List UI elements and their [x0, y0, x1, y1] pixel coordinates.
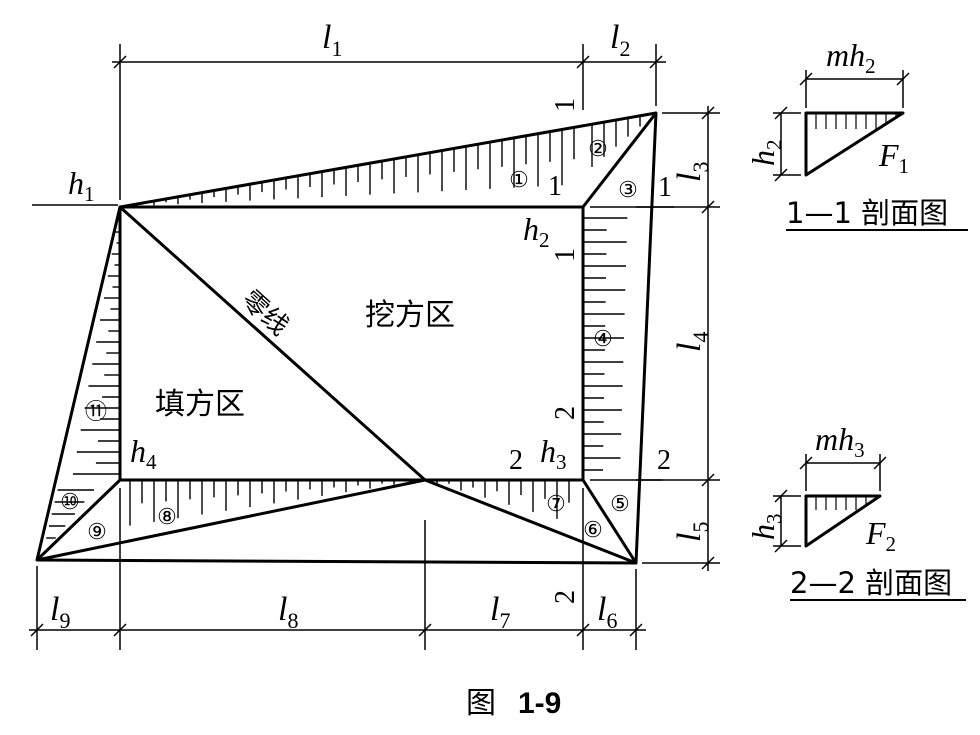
region-marker-2: ② [588, 136, 608, 161]
section-1-triangle [804, 111, 905, 177]
slope-2-mid: 2 [509, 445, 523, 476]
slope-1-top: 1 [550, 98, 581, 112]
slope-ratio-labels: 1 1 1 1 2 2 2 2 [509, 98, 672, 604]
hatch-section-1 [815, 113, 897, 129]
label-l8: l8 [278, 591, 298, 633]
region-marker-10: ⑩ [60, 489, 80, 514]
section-1-height-label: h2 [745, 140, 786, 167]
label-l3: l3 [671, 162, 713, 182]
section-2-title: 2—2 剖面图 [790, 566, 952, 600]
region-marker-3: ③ [618, 177, 638, 202]
section-2-triangle [804, 494, 882, 548]
label-l2: l2 [610, 19, 630, 61]
label-h2: h2 [523, 211, 550, 252]
slope-2-right: 2 [657, 445, 671, 476]
region-marker-8: ⑧ [157, 504, 177, 529]
region-number: ⑤ [610, 491, 630, 516]
region-marker-1: ① [509, 167, 529, 192]
figure-caption: 图 1-9 [466, 686, 561, 721]
corner-line-h2 [581, 112, 658, 208]
region-number: ③ [618, 177, 638, 202]
label-l9: l9 [50, 591, 70, 633]
region-marker-4: ④ [593, 326, 613, 351]
section-2-area-label: F2 [865, 515, 896, 556]
elevation-labels: h1 h2 h3 h4 [68, 165, 567, 474]
bottom-slope-left [36, 478, 426, 562]
dimension-labels: l1 l2 l9 l8 l7 l6 l3 l4 l5 [50, 19, 713, 633]
region-marker-5: ⑤ [610, 491, 630, 516]
dimension-lines [29, 44, 720, 650]
region-number: ⑧ [157, 504, 177, 529]
label-h3: h3 [540, 433, 567, 474]
cut-zone-label: 挖方区 [365, 298, 455, 333]
section-2-2: mh3 h3 F2 2—2 剖面图 [745, 421, 966, 601]
fill-zone-label: 填方区 [155, 387, 245, 422]
label-l1: l1 [322, 19, 342, 61]
section-1-1: mh2 h2 F1 1—1 剖面图 [745, 37, 968, 231]
zone-labels: 挖方区 填方区 零线 [155, 285, 455, 422]
label-l5: l5 [671, 522, 713, 542]
region-number: ⑥ [583, 517, 603, 542]
hatch-bottom [129, 480, 570, 526]
label-h1: h1 [68, 165, 95, 206]
region-marker-7: ⑦ [546, 491, 566, 516]
section-1-area-label: F1 [878, 137, 909, 178]
region-number: ⑩ [60, 489, 80, 514]
region-marker-11: ⑪ [85, 399, 107, 424]
slope-tick-lines [636, 206, 674, 481]
zero-line [118, 205, 427, 482]
region-number: ② [588, 136, 608, 161]
region-number: ⑦ [546, 491, 566, 516]
corner-line-h3 [581, 479, 638, 564]
slope-2-side: 2 [550, 406, 581, 420]
plan-outline [35, 111, 658, 565]
slope-1-side: 1 [550, 248, 581, 262]
zero-line-label: 零线 [235, 285, 294, 342]
slope-1-right: 1 [658, 172, 672, 203]
region-marker-9: ⑨ [87, 519, 107, 544]
section-1-width-label: mh2 [826, 37, 876, 78]
label-h4: h4 [130, 433, 157, 474]
region-number: ④ [593, 326, 613, 351]
label-l6: l6 [597, 591, 617, 633]
hatch-top [129, 115, 641, 207]
corner-line-h4 [35, 478, 122, 562]
hatch-right [583, 217, 628, 471]
region-number: ⑪ [85, 399, 107, 424]
caption-prefix: 图 [466, 686, 496, 721]
label-l7: l7 [490, 591, 510, 633]
slope-1-mid: 1 [548, 171, 562, 202]
bottom-slope-right [424, 478, 637, 565]
label-l4: l4 [671, 332, 713, 352]
base-rectangle [118, 205, 585, 482]
caption-number: 1-9 [518, 687, 561, 720]
region-marker-6: ⑥ [583, 517, 603, 542]
section-1-title: 1—1 剖面图 [786, 196, 948, 230]
section-2-width-label: mh3 [815, 421, 865, 462]
hatch-section-2 [815, 496, 877, 510]
region-number: ① [509, 167, 529, 192]
section-2-height-label: h3 [745, 514, 786, 541]
region-number: ⑨ [87, 519, 107, 544]
region-markers: ① ②③ ④ ⑤⑥⑦ ⑧ ⑨⑩ ⑪ [60, 136, 638, 544]
slope-2-bottom: 2 [550, 590, 581, 604]
